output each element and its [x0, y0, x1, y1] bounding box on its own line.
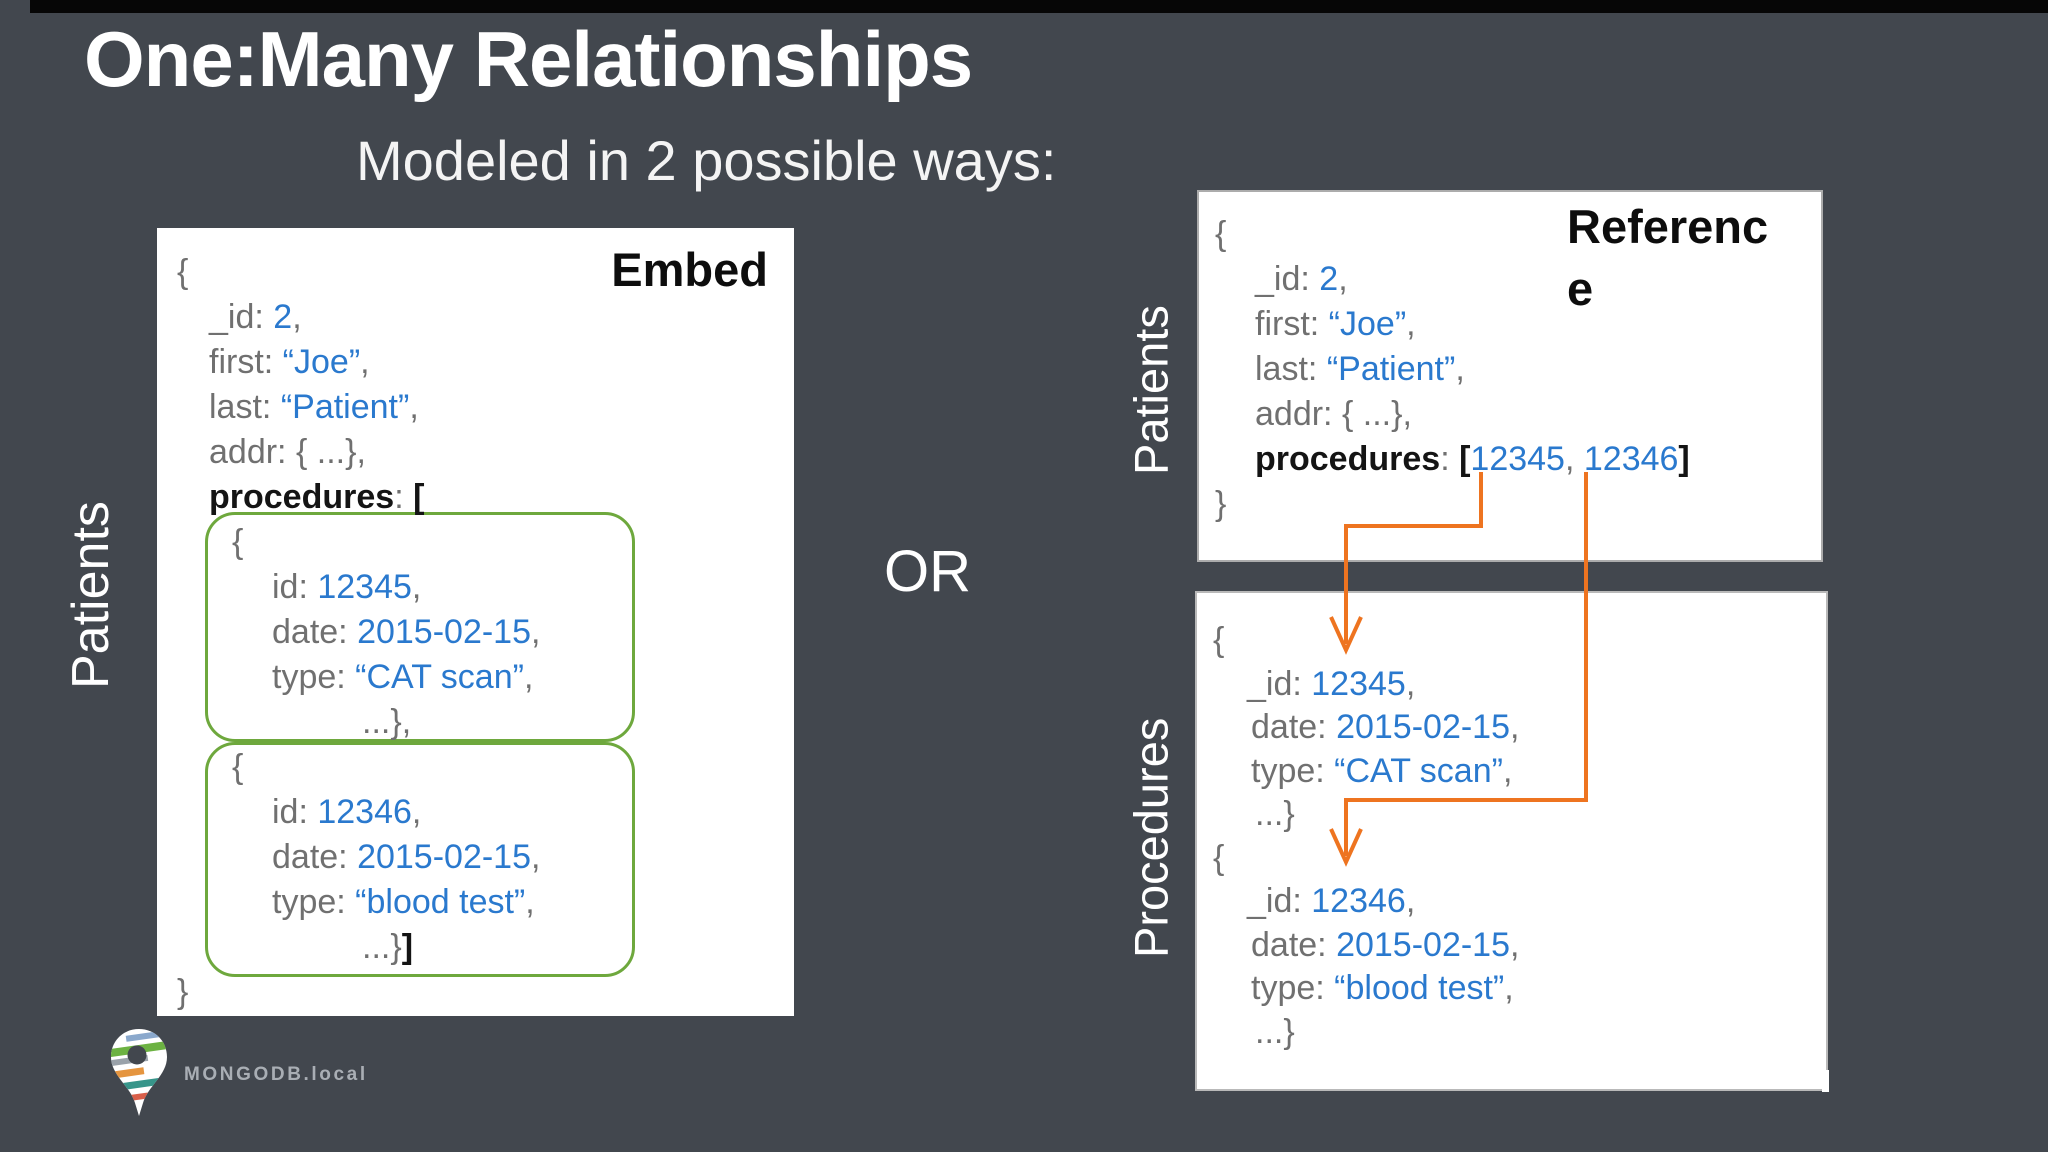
slide-subtitle: Modeled in 2 possible ways:: [356, 129, 1057, 192]
code-line: _id: 2,: [1255, 260, 1348, 298]
embed-heading: Embed: [611, 243, 768, 296]
code-line: ...}]: [362, 928, 414, 966]
embed-panel: Embed { _id: 2, first: “Joe”, last: “Patien…: [157, 228, 794, 1016]
code-line: _id: 12346,: [1247, 882, 1416, 920]
embedded-doc-outline-12345: [205, 512, 635, 742]
code-line: {: [1213, 838, 1225, 877]
reference-heading-line-1: Referenc: [1567, 200, 1769, 253]
code-line: type: “CAT scan”,: [1251, 751, 1513, 790]
panel-corner-artifact: [1822, 1070, 1829, 1092]
collection-label-patients-reference: Patients: [1124, 305, 1178, 475]
mongodb-local-logo: MONGODB.local: [108, 1028, 368, 1124]
procedures-documents-code: { _id: 12345, date: 2015-02-15, type: “CAT …: [1197, 619, 1826, 1054]
mongodb-local-wordmark: MONGODB.local: [184, 1064, 368, 1085]
or-label: OR: [884, 539, 971, 604]
code-line: type: “blood test”,: [1251, 969, 1514, 1007]
code-line: {: [1213, 621, 1225, 659]
code-line: last: “Patient”,: [1255, 350, 1465, 388]
code-line: {: [232, 523, 244, 561]
code-line: first: “Joe”,: [1255, 305, 1416, 343]
code-line: procedures: [12345, 12346]: [1255, 440, 1690, 478]
code-line: {: [1215, 215, 1227, 253]
code-line: _id: 2,: [209, 298, 302, 336]
code-line: type: “blood test”,: [272, 883, 535, 921]
code-line: first: “Joe”,: [209, 343, 370, 381]
code-line: addr: { ...},: [1255, 395, 1412, 433]
code-line: date: 2015-02-15,: [1251, 925, 1520, 964]
collection-label-procedures: Procedures: [1124, 717, 1178, 959]
code-line: _id: 12345,: [1247, 664, 1416, 703]
code-line: {: [232, 748, 244, 786]
reference-heading-line-2: e: [1567, 262, 1594, 315]
code-line: addr: { ...},: [209, 433, 366, 471]
procedures-panel: { _id: 12345, date: 2015-02-15, type: “CAT …: [1195, 591, 1828, 1091]
collection-label-patients-embed: Patients: [62, 501, 120, 689]
reference-heading: Referenc e: [1567, 196, 1807, 320]
top-bar: [30, 0, 2048, 13]
embedded-doc-outline-12346: [205, 742, 635, 977]
code-line: ...}: [1255, 1012, 1295, 1051]
mongodb-pin-icon: [111, 1029, 167, 1116]
reference-document-code: { _id: 2, first: “Joe”, last: “Patient”, add…: [1199, 212, 1821, 527]
code-line: }: [177, 973, 189, 1011]
code-line: procedures: [: [209, 478, 425, 516]
code-line: ...},: [362, 703, 412, 741]
code-line: last: “Patient”,: [209, 388, 419, 426]
code-line: date: 2015-02-15,: [272, 613, 541, 651]
reference-panel: Referenc e { _id: 2, first: “Joe”, last: “P…: [1197, 190, 1823, 562]
code-line: {: [177, 253, 189, 291]
code-line: ...}: [1255, 795, 1295, 833]
code-line: id: 12346,: [272, 793, 422, 831]
code-line: id: 12345,: [272, 568, 422, 606]
code-line: type: “CAT scan”,: [272, 658, 534, 696]
embed-document-code: { _id: 2, first: “Joe”, last: “Patient”, add…: [157, 250, 794, 1015]
code-line: date: 2015-02-15,: [1251, 708, 1520, 746]
code-line: date: 2015-02-15,: [272, 838, 541, 876]
slide-title: One:Many Relationships: [84, 15, 973, 103]
code-line: }: [1215, 485, 1227, 523]
